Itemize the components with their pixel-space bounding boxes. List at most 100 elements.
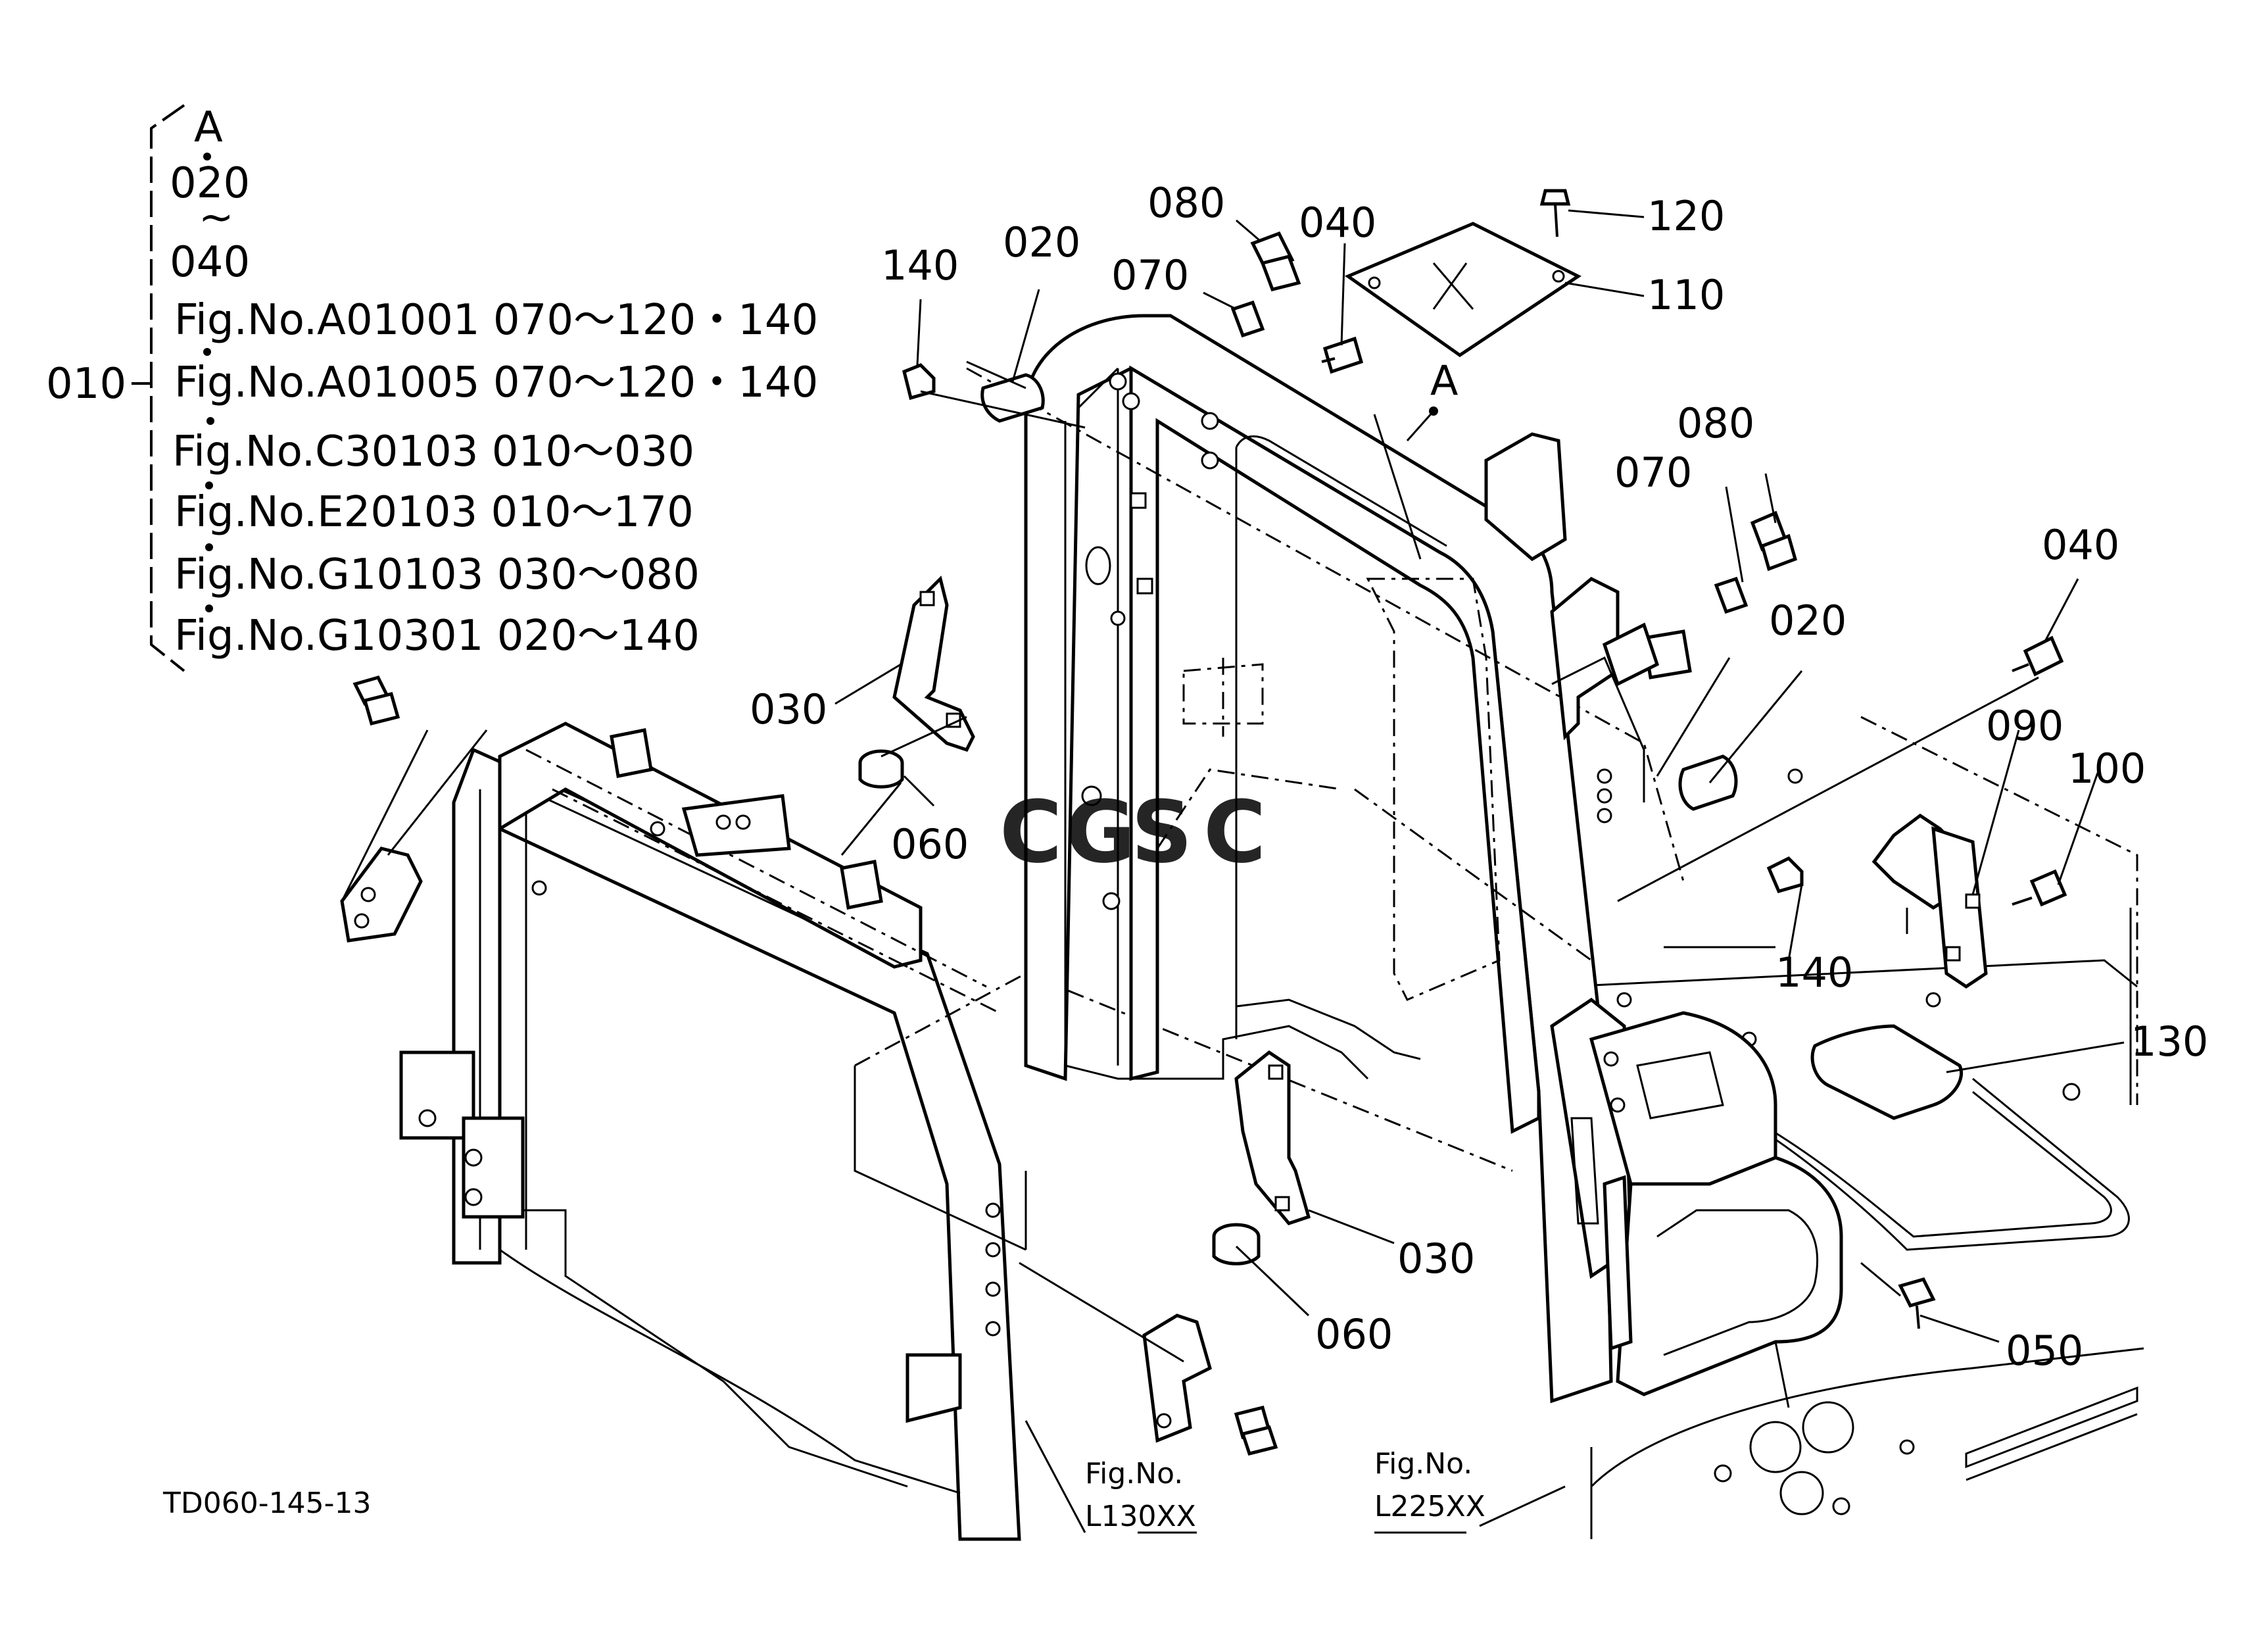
frame-hole bbox=[985, 1321, 1001, 1337]
callout-140: 140 bbox=[881, 241, 959, 289]
floor-hole bbox=[1899, 1439, 1915, 1455]
part-020-collar-right bbox=[1678, 754, 1738, 811]
legend-ref-g10103: Fig.No.G10103 030～080 bbox=[174, 551, 700, 599]
part-030-bracket-lower bbox=[1234, 1050, 1311, 1225]
legend-dot bbox=[205, 604, 213, 612]
lower-mount-bracket bbox=[1142, 1314, 1278, 1456]
part-050-bolt bbox=[1898, 1277, 1936, 1329]
floor-hole bbox=[1749, 1421, 1802, 1473]
callout-120: 120 bbox=[1647, 192, 1725, 240]
watermark-letter: S bbox=[1131, 782, 1193, 882]
frame-bracket bbox=[399, 1050, 475, 1140]
panel-hole bbox=[1122, 392, 1140, 410]
panel-hole bbox=[1201, 451, 1219, 470]
legend-ref-e20103: Fig.No.E20103 010～170 bbox=[174, 488, 694, 537]
callout-070: 070 bbox=[1614, 449, 1692, 497]
part-020-collar-left bbox=[980, 373, 1045, 423]
part-120-screw bbox=[1539, 189, 1571, 237]
pillar-hole bbox=[1597, 768, 1612, 784]
legend-ref-a01001: Fig.No.A01001 070～120・140 bbox=[174, 296, 818, 345]
fig-ref-l225xx: Fig.No. L225XX bbox=[1374, 1447, 1485, 1523]
fig-ref-label: Fig.No. bbox=[1085, 1457, 1183, 1490]
figure-code: TD060-145-13 bbox=[162, 1487, 371, 1520]
part-030-bracket-upper bbox=[892, 576, 975, 752]
frame-hole bbox=[985, 1242, 1001, 1258]
legend-item-range: ~ bbox=[199, 193, 234, 242]
floor-hole bbox=[1714, 1464, 1732, 1483]
legend-dot bbox=[203, 153, 211, 160]
frame-hole bbox=[531, 880, 547, 896]
part-080-bolt-top bbox=[1250, 231, 1301, 291]
callout-070: 070 bbox=[1111, 251, 1189, 299]
panel-hole bbox=[1085, 546, 1111, 585]
callout-a-dot bbox=[1429, 406, 1438, 416]
floor-hole bbox=[1832, 1497, 1850, 1515]
part-070-collar-right bbox=[1714, 576, 1749, 614]
part-090-lock-plate bbox=[1871, 813, 1988, 989]
callout-080: 080 bbox=[1677, 399, 1754, 447]
watermark-logo: C G S C bbox=[1000, 782, 1266, 882]
part-140-plug-right bbox=[1766, 856, 1804, 894]
callouts: 140 020 070 080 040 120 110 A 080 070 04… bbox=[750, 179, 2208, 1375]
callout-020: 020 bbox=[1003, 218, 1080, 266]
legend-dot bbox=[203, 348, 211, 356]
legend-item-040: 040 bbox=[170, 238, 250, 287]
floor-hole bbox=[1779, 1471, 1824, 1515]
legend-dot bbox=[205, 543, 213, 551]
panel-hole bbox=[1201, 412, 1219, 430]
part-060-rubber-lower bbox=[1212, 1223, 1261, 1266]
frame-hole bbox=[418, 1109, 437, 1127]
part-040-bolt-top bbox=[1321, 336, 1364, 374]
floor-hole bbox=[1802, 1401, 1854, 1454]
frame-hole bbox=[650, 821, 665, 837]
legend-item-a: A bbox=[194, 103, 223, 152]
frame-hole bbox=[985, 1202, 1001, 1218]
panel-hole bbox=[1102, 892, 1121, 910]
frame-hole bbox=[735, 814, 751, 830]
callout-090: 090 bbox=[1986, 702, 2063, 750]
callout-040: 040 bbox=[1299, 199, 1376, 247]
cab-frame-left bbox=[399, 722, 1513, 1541]
watermark-letter: G bbox=[1065, 782, 1136, 882]
frame-hole bbox=[464, 1148, 483, 1167]
frame-hole bbox=[464, 1188, 483, 1206]
legend-ref-c30103: Fig.No.C30103 010～030 bbox=[172, 428, 694, 476]
part-060-rubber-upper bbox=[858, 749, 904, 789]
callout-060: 060 bbox=[1315, 1310, 1393, 1358]
legend-ref-a01005: Fig.No.A01005 070～120・140 bbox=[174, 358, 818, 407]
frame-hole bbox=[985, 1281, 1001, 1297]
callout-a: A bbox=[1430, 356, 1458, 405]
part-130-mat bbox=[1810, 1024, 1964, 1120]
legend-dot bbox=[205, 481, 213, 489]
pillar-bracket-right bbox=[1484, 432, 1843, 1396]
frame-hole bbox=[715, 814, 731, 830]
legend-bracket bbox=[150, 104, 185, 672]
console-panel-a bbox=[966, 314, 1685, 1404]
callout-040: 040 bbox=[2042, 521, 2119, 569]
callout-020: 020 bbox=[1769, 597, 1846, 645]
callout-110: 110 bbox=[1647, 271, 1725, 319]
bracket-top-left bbox=[340, 847, 423, 943]
legend-dot bbox=[206, 417, 214, 425]
floor-hole bbox=[1787, 768, 1803, 784]
frame-bracket bbox=[462, 1116, 525, 1219]
fig-ref-number: L130XX bbox=[1085, 1500, 1196, 1533]
pillar-hole bbox=[1610, 1097, 1626, 1113]
pillar-hole bbox=[1616, 992, 1632, 1008]
panel-hole bbox=[1081, 785, 1102, 806]
pillar-hole bbox=[1597, 788, 1612, 804]
legend-item-020: 020 bbox=[170, 159, 250, 208]
panel-hole bbox=[1109, 372, 1127, 391]
part-070-collar-top bbox=[1230, 300, 1265, 338]
frame-bracket bbox=[905, 1353, 962, 1423]
panel-hole bbox=[1110, 610, 1126, 626]
callout-050: 050 bbox=[2006, 1327, 2083, 1375]
bolt-top-left bbox=[352, 676, 400, 726]
fig-ref-label: Fig.No. bbox=[1374, 1447, 1472, 1481]
legend: 010 A 020 ~ 040 Fig.No.A01001 070～120・14… bbox=[46, 103, 818, 672]
part-080-bolt-right bbox=[1750, 510, 1798, 572]
legend-parent-part: 010 bbox=[46, 360, 126, 408]
part-140-plug-left bbox=[902, 363, 936, 401]
floor-hole bbox=[2062, 1083, 2081, 1101]
callout-100: 100 bbox=[2068, 745, 2146, 793]
